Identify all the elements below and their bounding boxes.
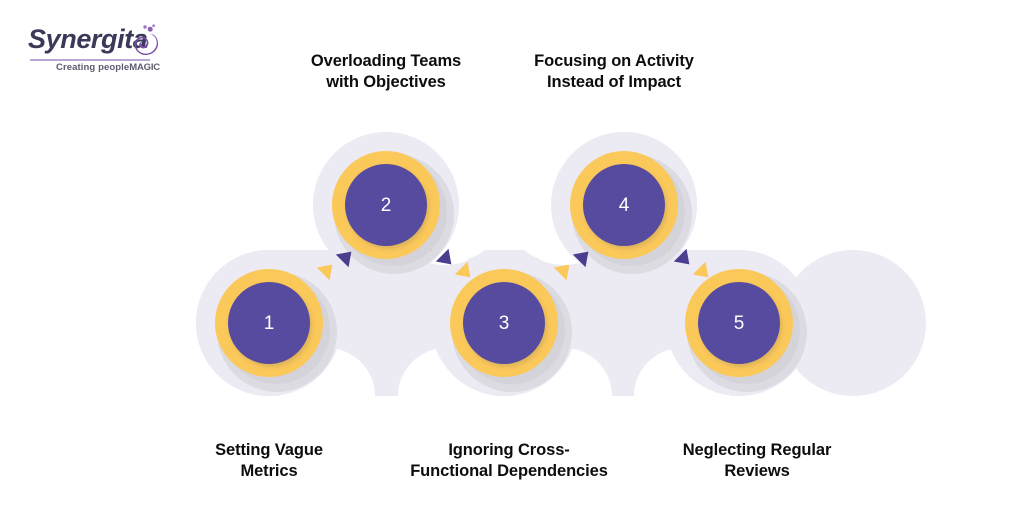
- brand-wordmark: Synergita: [28, 24, 148, 54]
- node-number: 2: [380, 194, 392, 216]
- node-number: 3: [498, 312, 510, 334]
- step-node-2[interactable]: 2: [332, 151, 447, 266]
- node-core: 1: [228, 282, 310, 364]
- node-number: 4: [618, 194, 630, 216]
- step-label-4: Focusing on Activity Instead of Impact: [484, 51, 744, 93]
- step-label-2: Overloading Teams with Objectives: [256, 51, 516, 93]
- step-node-5[interactable]: 5: [685, 269, 800, 384]
- step-label-3-line1: Ignoring Cross-: [448, 441, 570, 459]
- tagline-prefix: Creating people: [56, 62, 130, 73]
- node-core: 4: [583, 164, 665, 246]
- node-core: 2: [345, 164, 427, 246]
- step-node-3[interactable]: 3: [450, 269, 565, 384]
- node-core: 5: [698, 282, 780, 364]
- step-label-5-line2: Reviews: [724, 462, 790, 481]
- node-number: 1: [263, 312, 275, 334]
- step-label-2-line1: Overloading Teams: [310, 52, 462, 70]
- node-core: 3: [463, 282, 545, 364]
- step-label-5: Neglecting Regular Reviews: [627, 440, 887, 482]
- brand-logo: Synergita Creating peopleMAGIC: [28, 24, 160, 76]
- step-label-4-line1: Focusing on Activity: [534, 52, 694, 70]
- step-label-2-line2: with Objectives: [326, 73, 446, 92]
- tagline-suffix: MAGIC: [129, 62, 160, 73]
- step-label-4-line2: Instead of Impact: [547, 73, 681, 92]
- step-label-3-line2: Functional Dependencies: [410, 462, 608, 481]
- step-label-1: Setting Vague Metrics: [159, 440, 379, 482]
- swirl-icon: [132, 24, 159, 58]
- brand-tagline: Creating peopleMAGIC: [56, 62, 160, 73]
- step-label-1-line2: Metrics: [240, 462, 298, 481]
- node-number: 5: [733, 312, 745, 334]
- step-label-5-line1: Neglecting Regular: [682, 441, 832, 459]
- step-node-4[interactable]: 4: [570, 151, 685, 266]
- step-label-3: Ignoring Cross- Functional Dependencies: [359, 440, 659, 482]
- step-label-1-line1: Setting Vague: [215, 441, 323, 459]
- logo-divider: [30, 59, 150, 61]
- step-node-1[interactable]: 1: [215, 269, 330, 384]
